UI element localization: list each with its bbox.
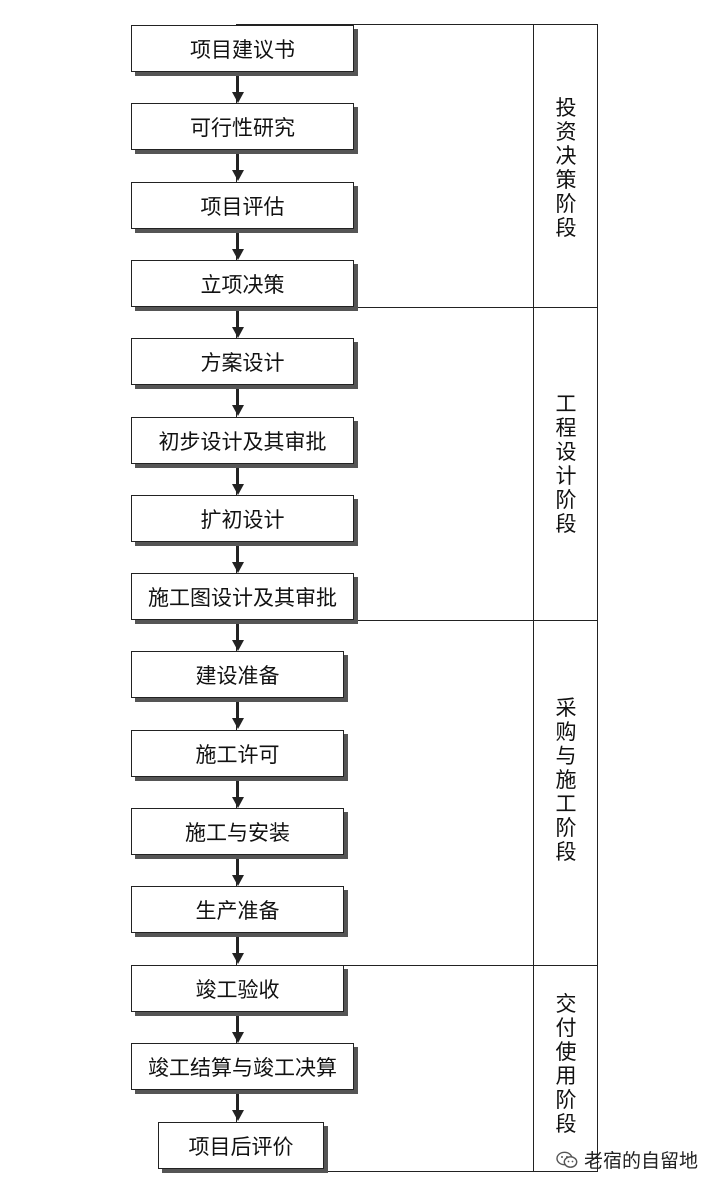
step-production-preparation: 生产准备 xyxy=(131,886,344,933)
stage-label-investment: 投资决策阶段 xyxy=(555,96,577,240)
step-construction-permit: 施工许可 xyxy=(131,730,344,777)
watermark-text: 老宿的自留地 xyxy=(583,1150,698,1172)
wechat-icon xyxy=(556,1151,578,1168)
step-final-accounts: 竣工结算与竣工决算 xyxy=(131,1043,354,1090)
watermark: 老宿的自留地 xyxy=(556,1146,698,1173)
stage-column-divider xyxy=(533,24,534,1172)
stage-label-design: 工程设计阶段 xyxy=(555,392,577,536)
step-scheme-design: 方案设计 xyxy=(131,338,354,385)
step-extended-design: 扩初设计 xyxy=(131,495,354,542)
step-construction-drawing: 施工图设计及其审批 xyxy=(131,573,354,620)
step-project-evaluation: 项目评估 xyxy=(131,182,354,229)
stage-label-construction: 采购与施工阶段 xyxy=(555,696,577,864)
step-completion-acceptance: 竣工验收 xyxy=(131,965,344,1012)
step-approval-decision: 立项决策 xyxy=(131,260,354,307)
step-preliminary-design: 初步设计及其审批 xyxy=(131,417,354,464)
step-feasibility-study: 可行性研究 xyxy=(131,103,354,150)
step-construction-installation: 施工与安装 xyxy=(131,808,344,855)
step-post-evaluation: 项目后评价 xyxy=(158,1122,324,1169)
stage-label-delivery: 交付使用阶段 xyxy=(555,992,577,1136)
step-construction-preparation: 建设准备 xyxy=(131,651,344,698)
step-project-proposal: 项目建议书 xyxy=(131,25,354,72)
